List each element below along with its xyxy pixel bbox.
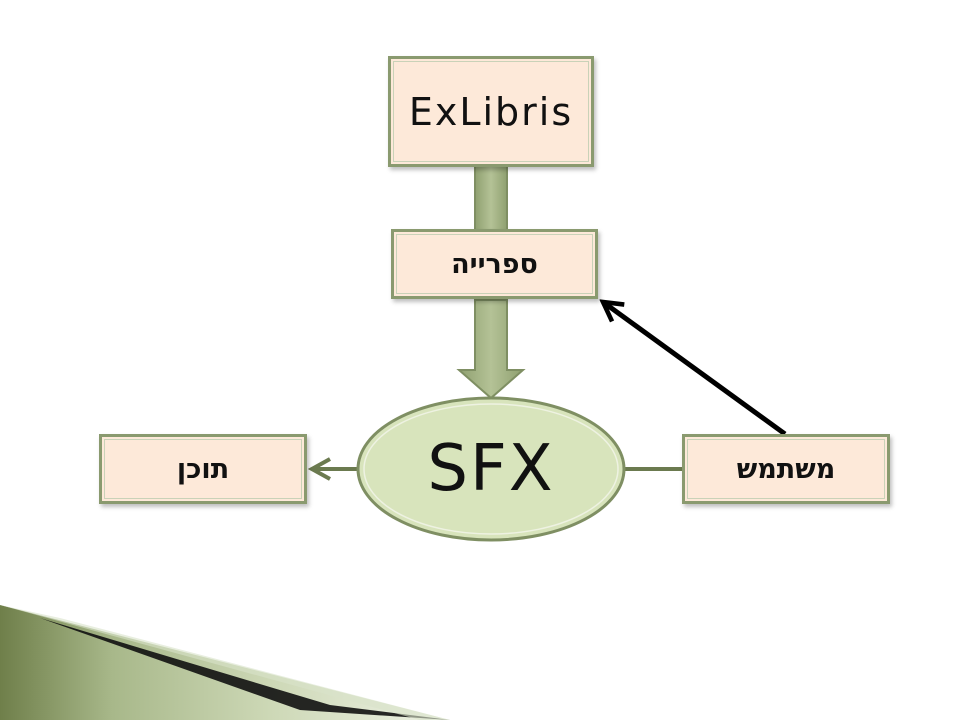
block-arrow-exlibris-to-sfx	[456, 165, 526, 400]
sfx-ellipse	[356, 396, 626, 542]
node-sfx: SFX	[357, 398, 625, 540]
arrow-user-to-library	[603, 302, 787, 437]
node-library-label: ספרייה	[451, 248, 538, 280]
node-exlibris: ExLibris	[388, 56, 594, 167]
node-user-label: משתמש	[736, 453, 836, 485]
node-sfx-label: SFX	[427, 432, 555, 506]
decorative-wedge	[0, 605, 450, 720]
sfx-ellipse-inner	[363, 403, 619, 535]
node-library: ספרייה	[391, 229, 598, 299]
node-content-label: תוכן	[176, 453, 230, 485]
node-exlibris-label: ExLibris	[408, 89, 574, 134]
node-content: תוכן	[99, 434, 307, 504]
node-user: משתמש	[682, 434, 890, 504]
